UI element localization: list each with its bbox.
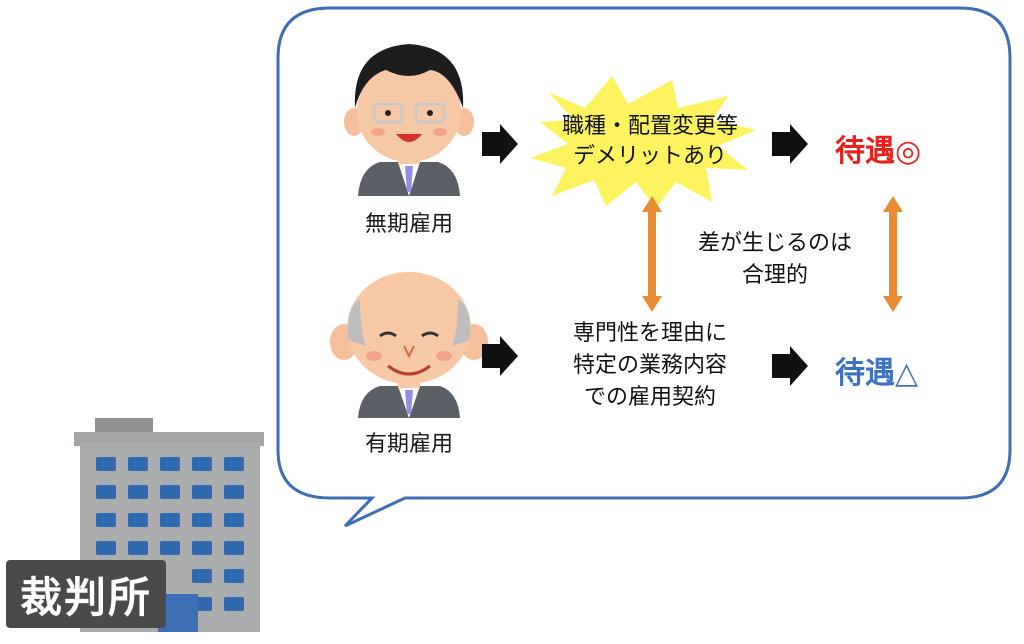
speech-bubble: [276, 6, 1012, 528]
contract-line-2: 特定の業務内容: [572, 353, 727, 378]
contract-line-1: 専門性を理由に: [572, 321, 727, 346]
arrow-right-icon: [772, 346, 808, 386]
double-arrow-icon: [883, 196, 903, 312]
middle-line-1: 差が生じるのは: [697, 231, 852, 256]
person-top-tie: [405, 166, 413, 192]
court-sign: 裁判所: [6, 560, 166, 628]
middle-line-2: 合理的: [741, 263, 808, 288]
comparison-arrows: [642, 196, 903, 312]
arrow-right-icon: [482, 336, 518, 376]
person-top-label: 無期雇用: [364, 212, 453, 237]
burst-line-2: デメリットあり: [572, 144, 727, 169]
burst-line-1: 職種・配置変更等: [561, 114, 738, 139]
building-roof: [95, 418, 153, 436]
treatment-bottom: 待遇△: [835, 356, 919, 391]
double-arrow-icon: [642, 196, 662, 312]
person-top-mouth: [396, 134, 422, 142]
person-bottom-label: 有期雇用: [364, 432, 453, 457]
person-top-illustration: [344, 44, 474, 196]
burst-shape: [530, 76, 756, 208]
treatment-top: 待遇◎: [835, 134, 922, 169]
contract-line-3: での雇用契約: [583, 385, 716, 410]
person-bottom-hair-left: [347, 300, 366, 346]
person-bottom-mouth: [387, 364, 431, 376]
court-building: [74, 418, 264, 632]
glasses-icon: [372, 102, 404, 124]
burst-text: 職種・配置変更等 デメリットあり: [540, 112, 760, 172]
person-top-face: [357, 62, 461, 162]
flow-arrows: [482, 124, 808, 386]
person-bottom-head: [347, 272, 471, 384]
arrow-right-icon: [482, 124, 518, 164]
arrow-right-icon: [772, 124, 808, 164]
person-top-hair: [354, 44, 464, 108]
person-bottom-hair-right: [452, 300, 471, 346]
person-bottom-illustration: [330, 272, 488, 418]
contract-text: 専門性を理由に 特定の業務内容 での雇用契約: [535, 318, 765, 414]
middle-text: 差が生じるのは 合理的: [680, 228, 870, 292]
